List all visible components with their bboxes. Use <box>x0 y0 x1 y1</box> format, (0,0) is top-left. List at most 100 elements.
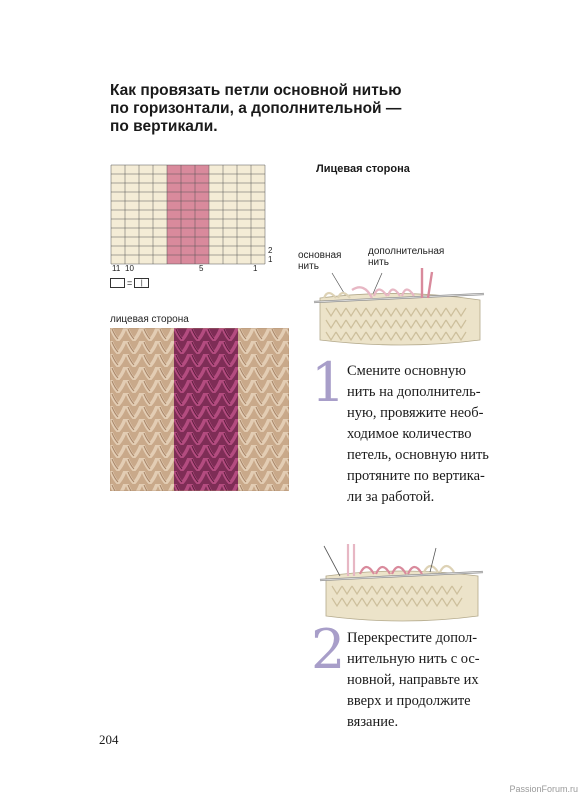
chart-cell-contrast <box>181 174 195 183</box>
chart-cell-main <box>237 210 251 219</box>
chart-cell-main <box>209 237 223 246</box>
chart-cell-contrast <box>181 165 195 174</box>
chart-cell-main <box>251 174 265 183</box>
chart-cell-main <box>125 246 139 255</box>
chart-cell-contrast <box>167 192 181 201</box>
chart-cell-main <box>153 183 167 192</box>
chart-cell-main <box>125 174 139 183</box>
chart-cell-main <box>251 201 265 210</box>
chart-cell-main <box>111 210 125 219</box>
step1-text: Смените основную нить на дополнитель- ну… <box>347 361 517 508</box>
extra-thread-label: дополнительная нить <box>368 246 444 268</box>
chart-cell-main <box>111 201 125 210</box>
chart-cell-main <box>111 165 125 174</box>
step2-line-1: Перекрестите допол- <box>347 630 478 646</box>
chart-cell-contrast <box>195 246 209 255</box>
step2-line-2: нительную нить с ос- <box>347 651 480 667</box>
chart-cell-main <box>251 255 265 264</box>
chart-cell-main <box>209 192 223 201</box>
step2-illustration <box>318 538 488 633</box>
chart-cell-contrast <box>167 165 181 174</box>
chart-cell-contrast <box>167 237 181 246</box>
chart-legend: = | <box>110 278 150 288</box>
chart-cell-main <box>111 174 125 183</box>
chart-cell-main <box>125 210 139 219</box>
chart-cell-contrast <box>195 192 209 201</box>
step2-line-3: новной, направьте их <box>347 672 479 688</box>
step2-number: 2 <box>311 618 346 681</box>
chart-cell-main <box>209 255 223 264</box>
step1-line-1: Смените основную <box>347 363 466 379</box>
chart-cell-main <box>139 210 153 219</box>
col-number-1: 1 <box>253 264 258 273</box>
chart-cell-contrast <box>167 228 181 237</box>
chart-cell-main <box>125 255 139 264</box>
chart-cell-main <box>209 201 223 210</box>
page-number: 204 <box>99 732 119 747</box>
title-line-2: по горизонтали, а дополнительной — <box>110 100 402 117</box>
step1-line-3: ную, провяжите необ- <box>347 405 484 421</box>
chart-cell-main <box>223 237 237 246</box>
chart-cell-main <box>139 201 153 210</box>
chart-cell-main <box>153 219 167 228</box>
chart-cell-main <box>209 219 223 228</box>
chart-cell-main <box>223 165 237 174</box>
extra-thread-label-line2: нить <box>368 257 389 268</box>
chart-cell-contrast <box>195 165 209 174</box>
chart-cell-main <box>237 237 251 246</box>
row-number-2: 2 <box>268 246 273 255</box>
chart-cell-contrast <box>195 219 209 228</box>
col-number-10: 10 <box>125 264 134 273</box>
chart-cell-main <box>251 165 265 174</box>
chart-cell-main <box>111 219 125 228</box>
chart-cell-main <box>139 183 153 192</box>
chart-cell-main <box>153 255 167 264</box>
chart-cell-main <box>237 192 251 201</box>
chart-cell-main <box>223 183 237 192</box>
chart-cell-main <box>111 228 125 237</box>
chart-cell-contrast <box>195 228 209 237</box>
chart-cell-main <box>125 165 139 174</box>
page-title: Как провязать петли основной нитью по го… <box>110 82 440 136</box>
chart-cell-contrast <box>195 255 209 264</box>
swatch-image <box>109 327 290 492</box>
step1-illustration <box>312 268 492 358</box>
chart-cell-contrast <box>181 201 195 210</box>
chart-cell-main <box>209 174 223 183</box>
chart-cell-main <box>223 246 237 255</box>
chart-cell-contrast <box>167 219 181 228</box>
col-number-11: 11 <box>112 264 121 273</box>
col-number-5: 5 <box>199 264 204 273</box>
main-thread-label-line2: нить <box>298 261 319 272</box>
chart-cell-contrast <box>181 219 195 228</box>
chart-cell-contrast <box>167 255 181 264</box>
chart-cell-contrast <box>167 201 181 210</box>
chart-cell-main <box>237 183 251 192</box>
step2-line-5: вязание. <box>347 714 399 730</box>
chart-cell-main <box>139 219 153 228</box>
chart-cell-main <box>209 228 223 237</box>
chart-cell-main <box>237 219 251 228</box>
chart-cell-main <box>139 228 153 237</box>
watermark: PassionForum.ru <box>509 784 578 794</box>
chart-cell-contrast <box>181 228 195 237</box>
chart-cell-contrast <box>195 201 209 210</box>
chart-cell-main <box>139 192 153 201</box>
chart-cell-contrast <box>181 237 195 246</box>
chart-cell-contrast <box>167 246 181 255</box>
chart-cell-main <box>111 237 125 246</box>
chart-cell-main <box>223 174 237 183</box>
chart-cell-contrast <box>195 183 209 192</box>
chart-cell-main <box>153 201 167 210</box>
knitted-swatch <box>109 327 290 492</box>
chart-cell-main <box>153 228 167 237</box>
chart-cell-main <box>125 183 139 192</box>
main-thread-label-line1: основная <box>298 250 342 261</box>
chart-grid: 2 1 11 10 5 1 <box>110 164 273 273</box>
chart-cell-main <box>223 228 237 237</box>
chart-cell-contrast <box>195 174 209 183</box>
chart-cell-main <box>209 165 223 174</box>
chart-cell-main <box>153 192 167 201</box>
chart-cell-main <box>237 246 251 255</box>
chart-cell-main <box>223 192 237 201</box>
